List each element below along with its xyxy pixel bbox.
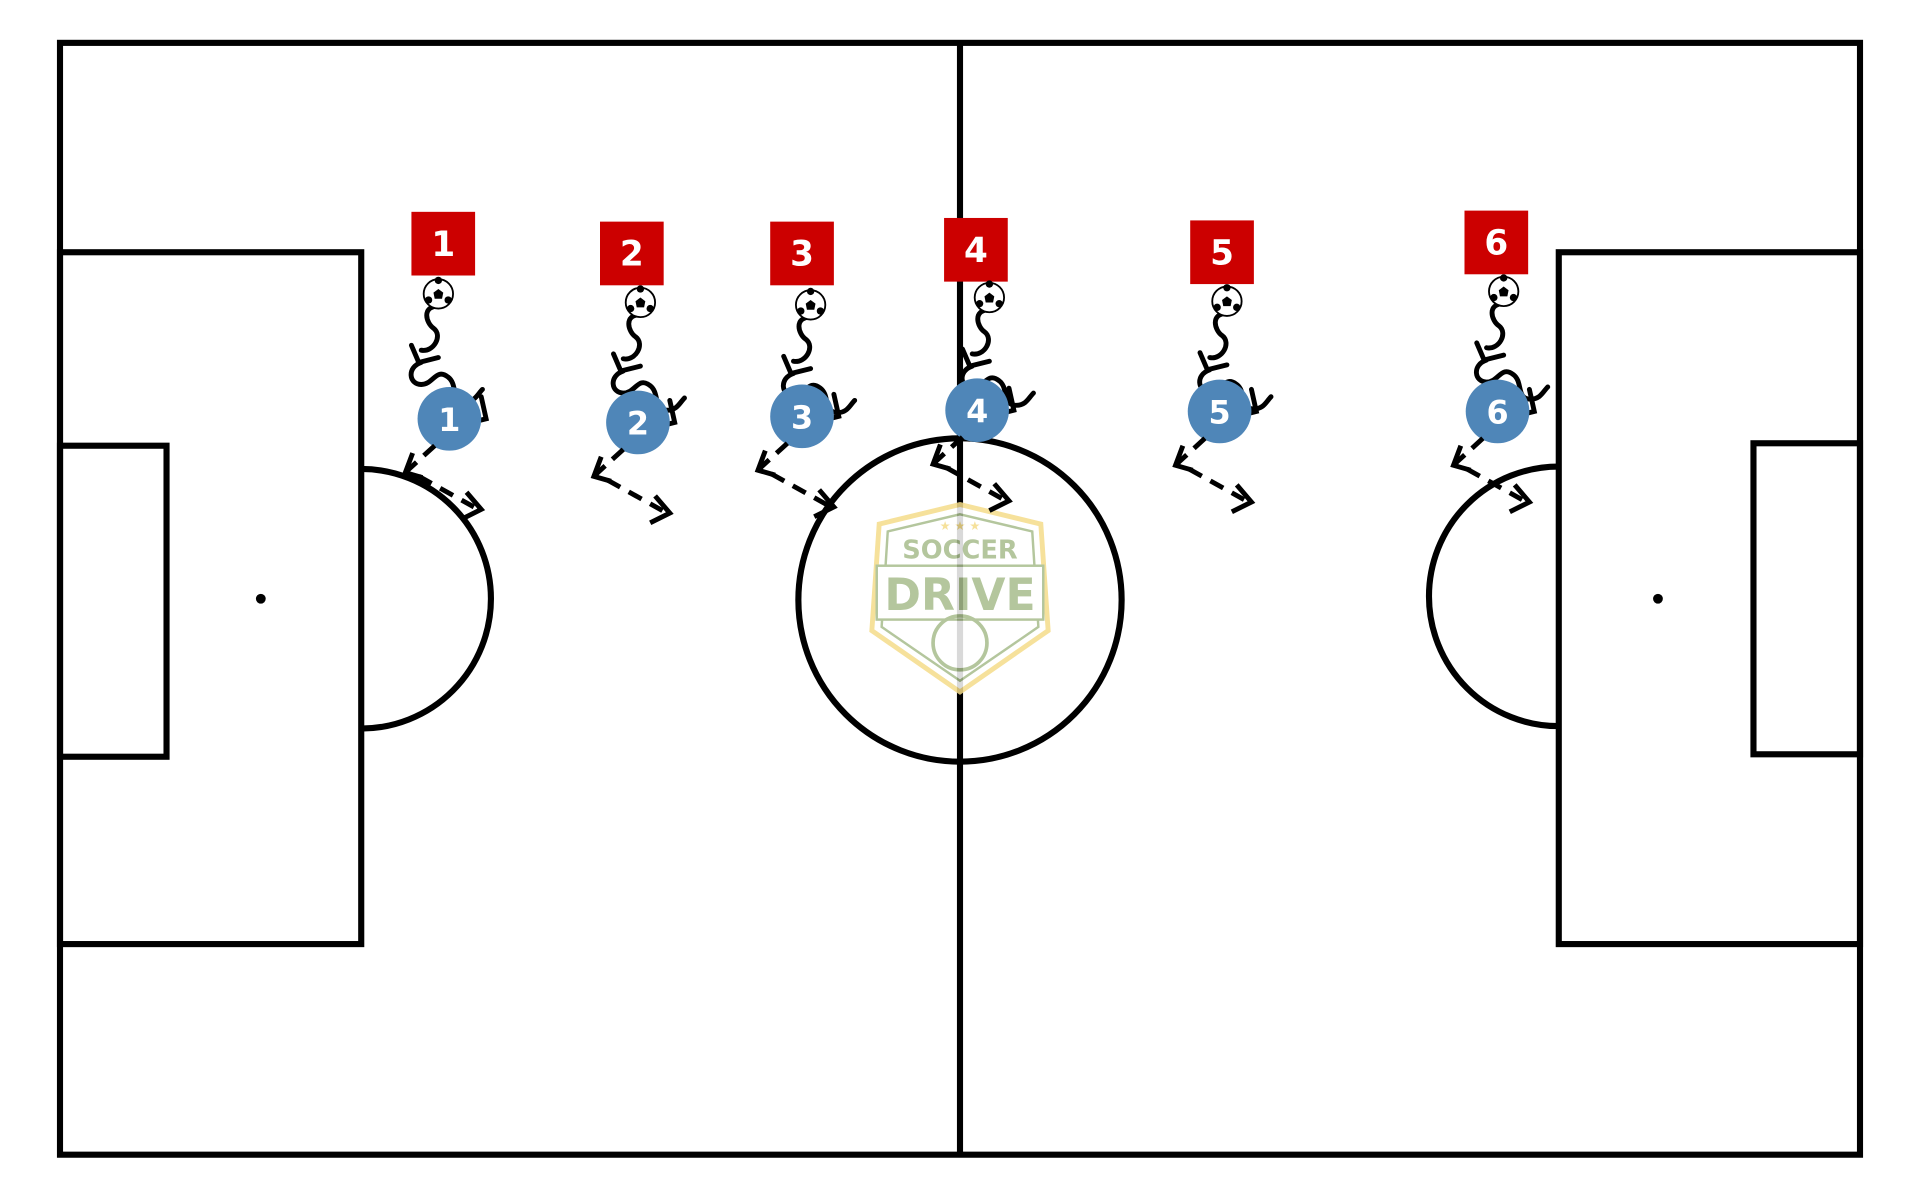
svg-text:★ ★ ★: ★ ★ ★ <box>940 519 981 533</box>
soccer-ball-icon <box>1488 274 1520 308</box>
left-penalty-arc <box>361 465 494 732</box>
player-number: 1 <box>438 401 460 439</box>
station-number-box <box>1464 210 1529 275</box>
player-number: 6 <box>1486 394 1508 432</box>
player-circle <box>1465 379 1530 444</box>
station-number-box <box>1190 220 1254 285</box>
player-number: 2 <box>627 405 649 443</box>
soccer-ball-icon <box>973 280 1005 314</box>
station-number-box <box>944 217 1008 282</box>
right-goal-area <box>1750 440 1864 758</box>
dribble-path <box>780 314 858 424</box>
player-circle <box>417 386 482 451</box>
right-penalty-arc <box>1426 463 1559 730</box>
station-number-label: 5 <box>1210 233 1234 273</box>
dribble-path <box>408 303 490 427</box>
drill-station: 22 <box>590 221 687 526</box>
left-goal-area <box>56 442 170 760</box>
logo-soccer-text: SOCCER <box>902 535 1018 565</box>
pitch-lines <box>56 39 1864 1158</box>
player-circle <box>770 384 834 449</box>
soccer-ball-icon <box>795 287 827 321</box>
cut-arrow-icon <box>402 452 486 522</box>
soccer-drive-logo: SOCCER DRIVE ★ ★ ★ <box>869 501 1051 695</box>
drill-station: 44 <box>929 217 1036 513</box>
player-number: 5 <box>1209 394 1231 432</box>
station-number-label: 2 <box>620 235 644 275</box>
station-number-box <box>411 211 476 276</box>
left-penalty-spot <box>255 593 266 604</box>
cut-arrow-icon <box>1172 444 1256 515</box>
cut-arrow-icon <box>929 443 1013 513</box>
dribble-path <box>610 312 687 430</box>
player-number: 4 <box>966 392 988 430</box>
player-circle <box>606 390 670 455</box>
drill-station: 11 <box>402 211 490 522</box>
cut-arrow-icon <box>590 455 674 526</box>
dribble-path <box>1197 311 1274 419</box>
player-number: 3 <box>791 399 813 437</box>
right-penalty-spot <box>1653 593 1663 604</box>
station-number-box <box>770 221 834 286</box>
soccer-ball-icon <box>1211 284 1243 317</box>
soccer-ball-icon <box>422 276 454 310</box>
station-number-label: 6 <box>1484 224 1508 264</box>
drill-station: 66 <box>1450 210 1551 515</box>
right-penalty-area <box>1555 249 1864 948</box>
dribble-path <box>959 307 1036 418</box>
station-number-box <box>600 221 664 286</box>
station-number-label: 4 <box>964 231 988 271</box>
station-number-label: 1 <box>431 225 455 265</box>
player-circle <box>1187 379 1252 444</box>
drill-station: 33 <box>754 221 858 519</box>
drill-station: 55 <box>1172 220 1274 515</box>
station-number-label: 3 <box>790 235 814 275</box>
soccer-ball-icon <box>624 285 657 319</box>
left-penalty-area <box>56 249 365 948</box>
cut-arrow-icon <box>1450 444 1534 515</box>
logo-drive-text: DRIVE <box>884 570 1035 621</box>
cut-arrow-icon <box>754 449 838 519</box>
player-circle <box>945 378 1009 443</box>
dribble-path <box>1473 301 1551 419</box>
